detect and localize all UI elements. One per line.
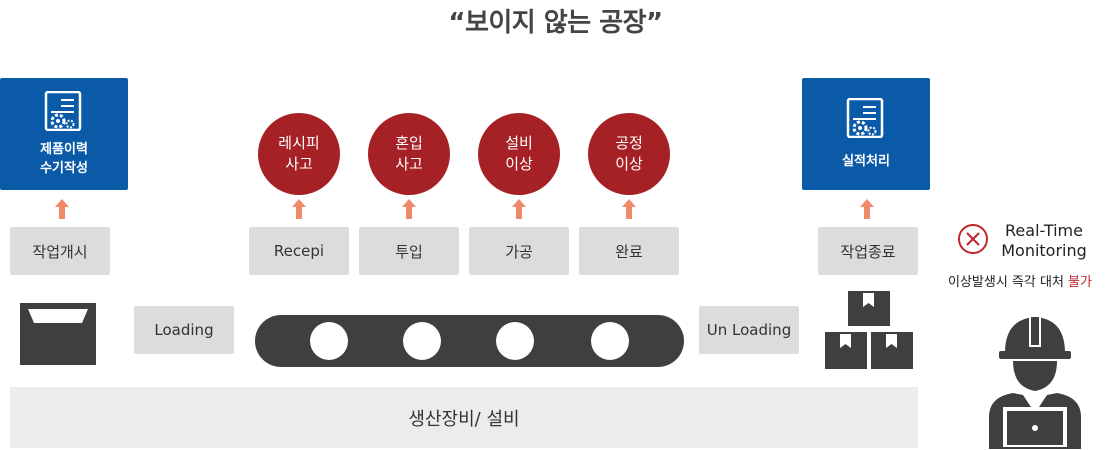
x-circle-icon xyxy=(958,224,988,254)
conveyor-belt xyxy=(255,315,684,367)
diagram-title: “보이지 않는 공장” xyxy=(448,8,663,38)
conveyor-roller xyxy=(403,322,441,360)
monitoring-sub-highlight: 불가 xyxy=(1068,275,1092,290)
circle-label: 설비 xyxy=(505,134,533,152)
loading-box: Loading xyxy=(134,306,234,354)
product-history-label-2: 수기작성 xyxy=(40,161,88,176)
conveyor-roller xyxy=(496,322,534,360)
arrow-up-icon xyxy=(622,199,636,219)
step-complete: 완료 xyxy=(579,227,679,275)
arrow-up-icon xyxy=(55,199,69,219)
circle-label: 사고 xyxy=(395,155,423,173)
step-end: 작업종료 xyxy=(818,227,918,275)
arrow-up-icon xyxy=(860,199,874,219)
circle-label: 레시피 xyxy=(278,134,320,152)
step-start: 작업개시 xyxy=(10,227,110,275)
unloading-box: Un Loading xyxy=(699,306,799,354)
monitoring-subtext: 이상발생시 즉각 대처 불가 xyxy=(948,271,1108,290)
worker-laptop-icon xyxy=(989,317,1081,449)
performance-box: 실적처리 xyxy=(802,78,930,190)
circle-label: 혼입 xyxy=(395,134,423,152)
circle-label: 사고 xyxy=(285,155,313,173)
conveyor-roller xyxy=(591,322,629,360)
monitoring-sub-text: 이상발생시 즉각 대처 xyxy=(948,275,1069,290)
circle-label: 이상 xyxy=(615,155,643,173)
circle-label: 공정 xyxy=(615,134,643,152)
performance-label: 실적처리 xyxy=(842,154,890,169)
circle-label: 이상 xyxy=(505,155,533,173)
monitoring-title: Real-Time Monitoring xyxy=(994,221,1094,261)
document-gear-icon xyxy=(846,98,884,138)
product-history-box: 제품이력 수기작성 xyxy=(0,78,128,190)
monitoring-line-2: Monitoring xyxy=(1001,241,1087,260)
step-input: 투입 xyxy=(359,227,459,275)
step-process: 가공 xyxy=(469,227,569,275)
arrow-up-icon xyxy=(512,199,526,219)
step-recepi: Recepi xyxy=(249,227,349,275)
product-history-label-1: 제품이력 xyxy=(40,142,88,157)
monitoring-line-1: Real-Time xyxy=(1005,221,1083,240)
arrow-up-icon xyxy=(292,199,306,219)
arrow-up-icon xyxy=(402,199,416,219)
document-gear-icon xyxy=(44,91,82,131)
conveyor-roller xyxy=(310,322,348,360)
boxes-icon xyxy=(825,291,913,369)
tray-icon xyxy=(20,303,96,365)
equipment-floor: 생산장비/ 설비 xyxy=(10,387,918,448)
